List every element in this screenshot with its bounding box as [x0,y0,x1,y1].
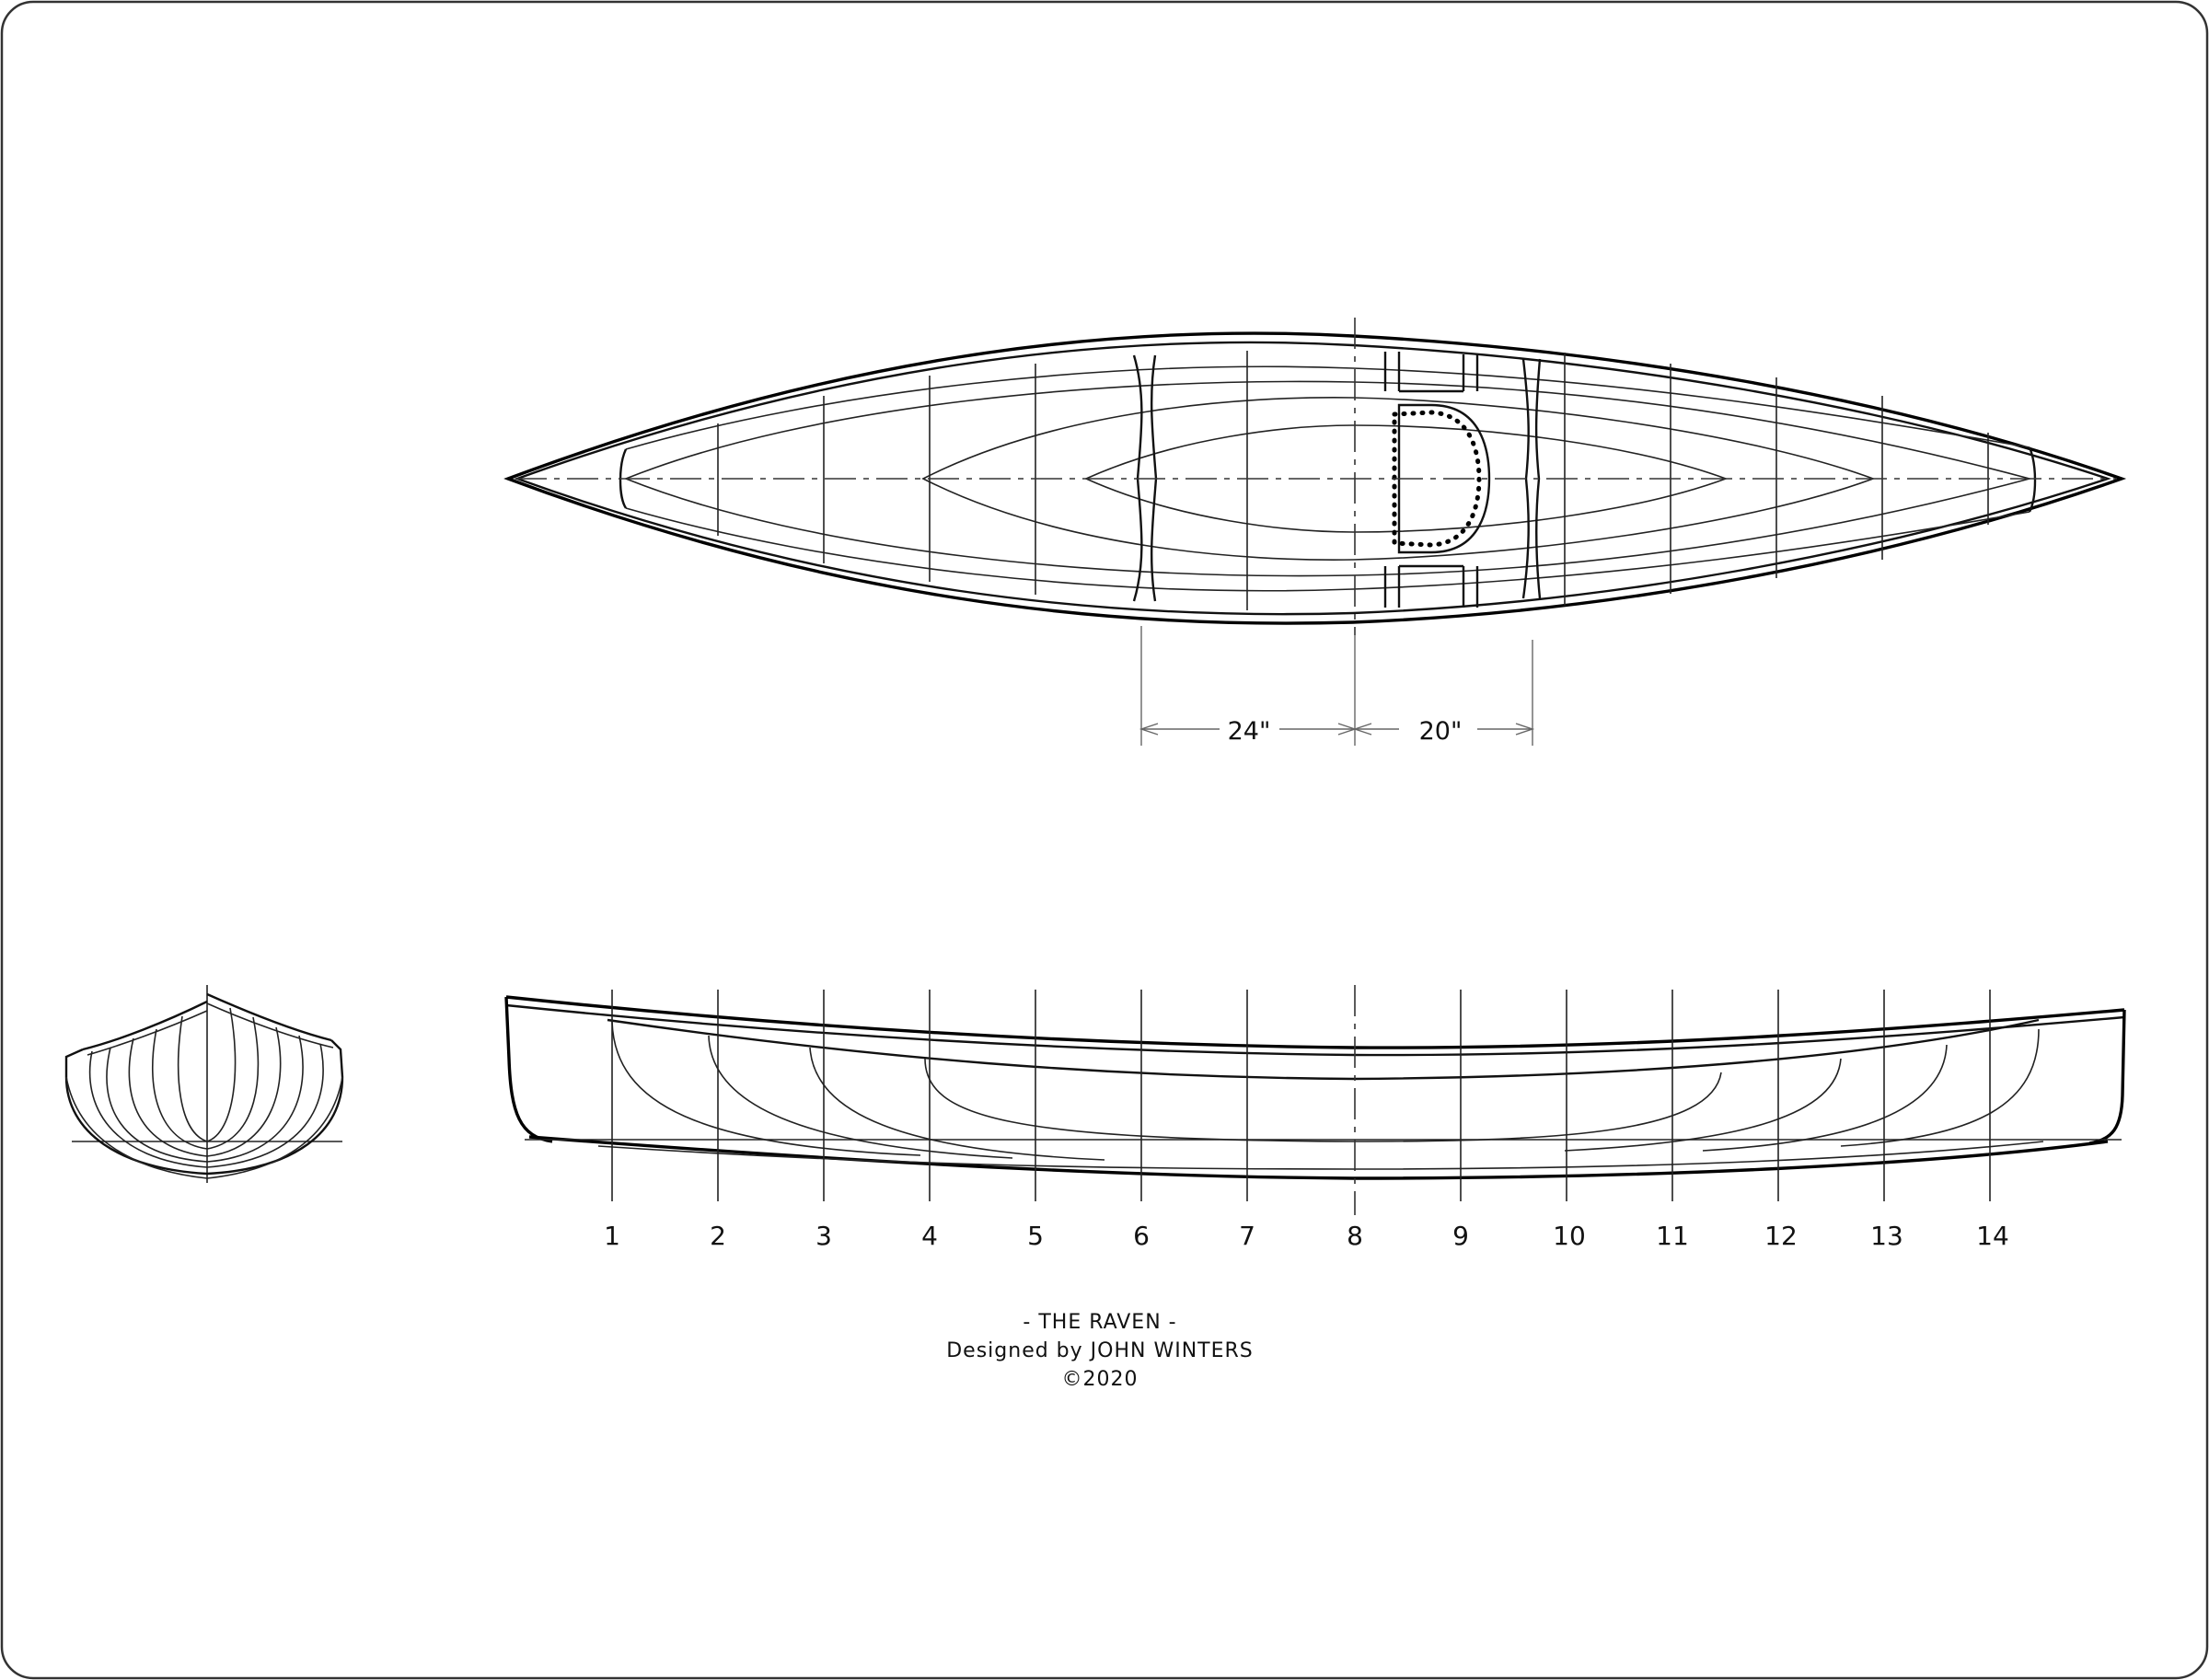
profile-stern-stem [2088,1009,2126,1145]
dimension-label-20: 20" [1419,717,1463,746]
station-label: 12 [1764,1221,1798,1251]
seat-frame [1397,403,1491,554]
designer-credit: Designed by JOHN WINTERS [946,1339,1254,1362]
station-label: 3 [815,1221,832,1251]
profile-keel [528,1135,2109,1180]
station-label: 11 [1656,1221,1689,1251]
plan-dimensions: 24" 20" [1139,626,1535,746]
profile-sheer [505,995,2125,1049]
dimension-label-24: 24" [1228,717,1271,746]
station-label: 10 [1553,1221,1586,1251]
body-plan-view [64,985,344,1183]
profile-view: 1 2 3 4 5 6 7 8 9 10 11 12 13 14 [504,985,2126,1251]
plan-seat [1383,352,1491,608]
title-block: - THE RAVEN - Designed by JOHN WINTERS ©… [946,1311,1254,1391]
station-label: 5 [1027,1221,1044,1251]
station-label: 6 [1133,1221,1150,1251]
profile-station-lines [611,990,1991,1201]
station-label: 13 [1870,1221,1903,1251]
plan-deck-bow [619,448,628,509]
station-label: 8 [1347,1221,1363,1251]
station-label: 9 [1452,1221,1469,1251]
station-label: 7 [1239,1221,1255,1251]
plan-view [503,318,2127,635]
station-label: 1 [604,1221,620,1251]
drawing-title: - THE RAVEN - [1023,1311,1176,1334]
station-label: 14 [1976,1221,2009,1251]
copyright-notice: ©2020 [1062,1368,1139,1391]
station-label: 4 [921,1221,938,1251]
profile-bow-stem [504,996,553,1143]
plan-gunwale-line [514,341,2111,616]
station-labels: 1 2 3 4 5 6 7 8 9 10 11 12 13 14 [604,1221,2009,1251]
plan-hull-outline [503,331,2127,625]
plan-deck-stern [2028,446,2037,513]
station-label: 2 [710,1221,726,1251]
seat-cane-dots [1392,410,1482,548]
